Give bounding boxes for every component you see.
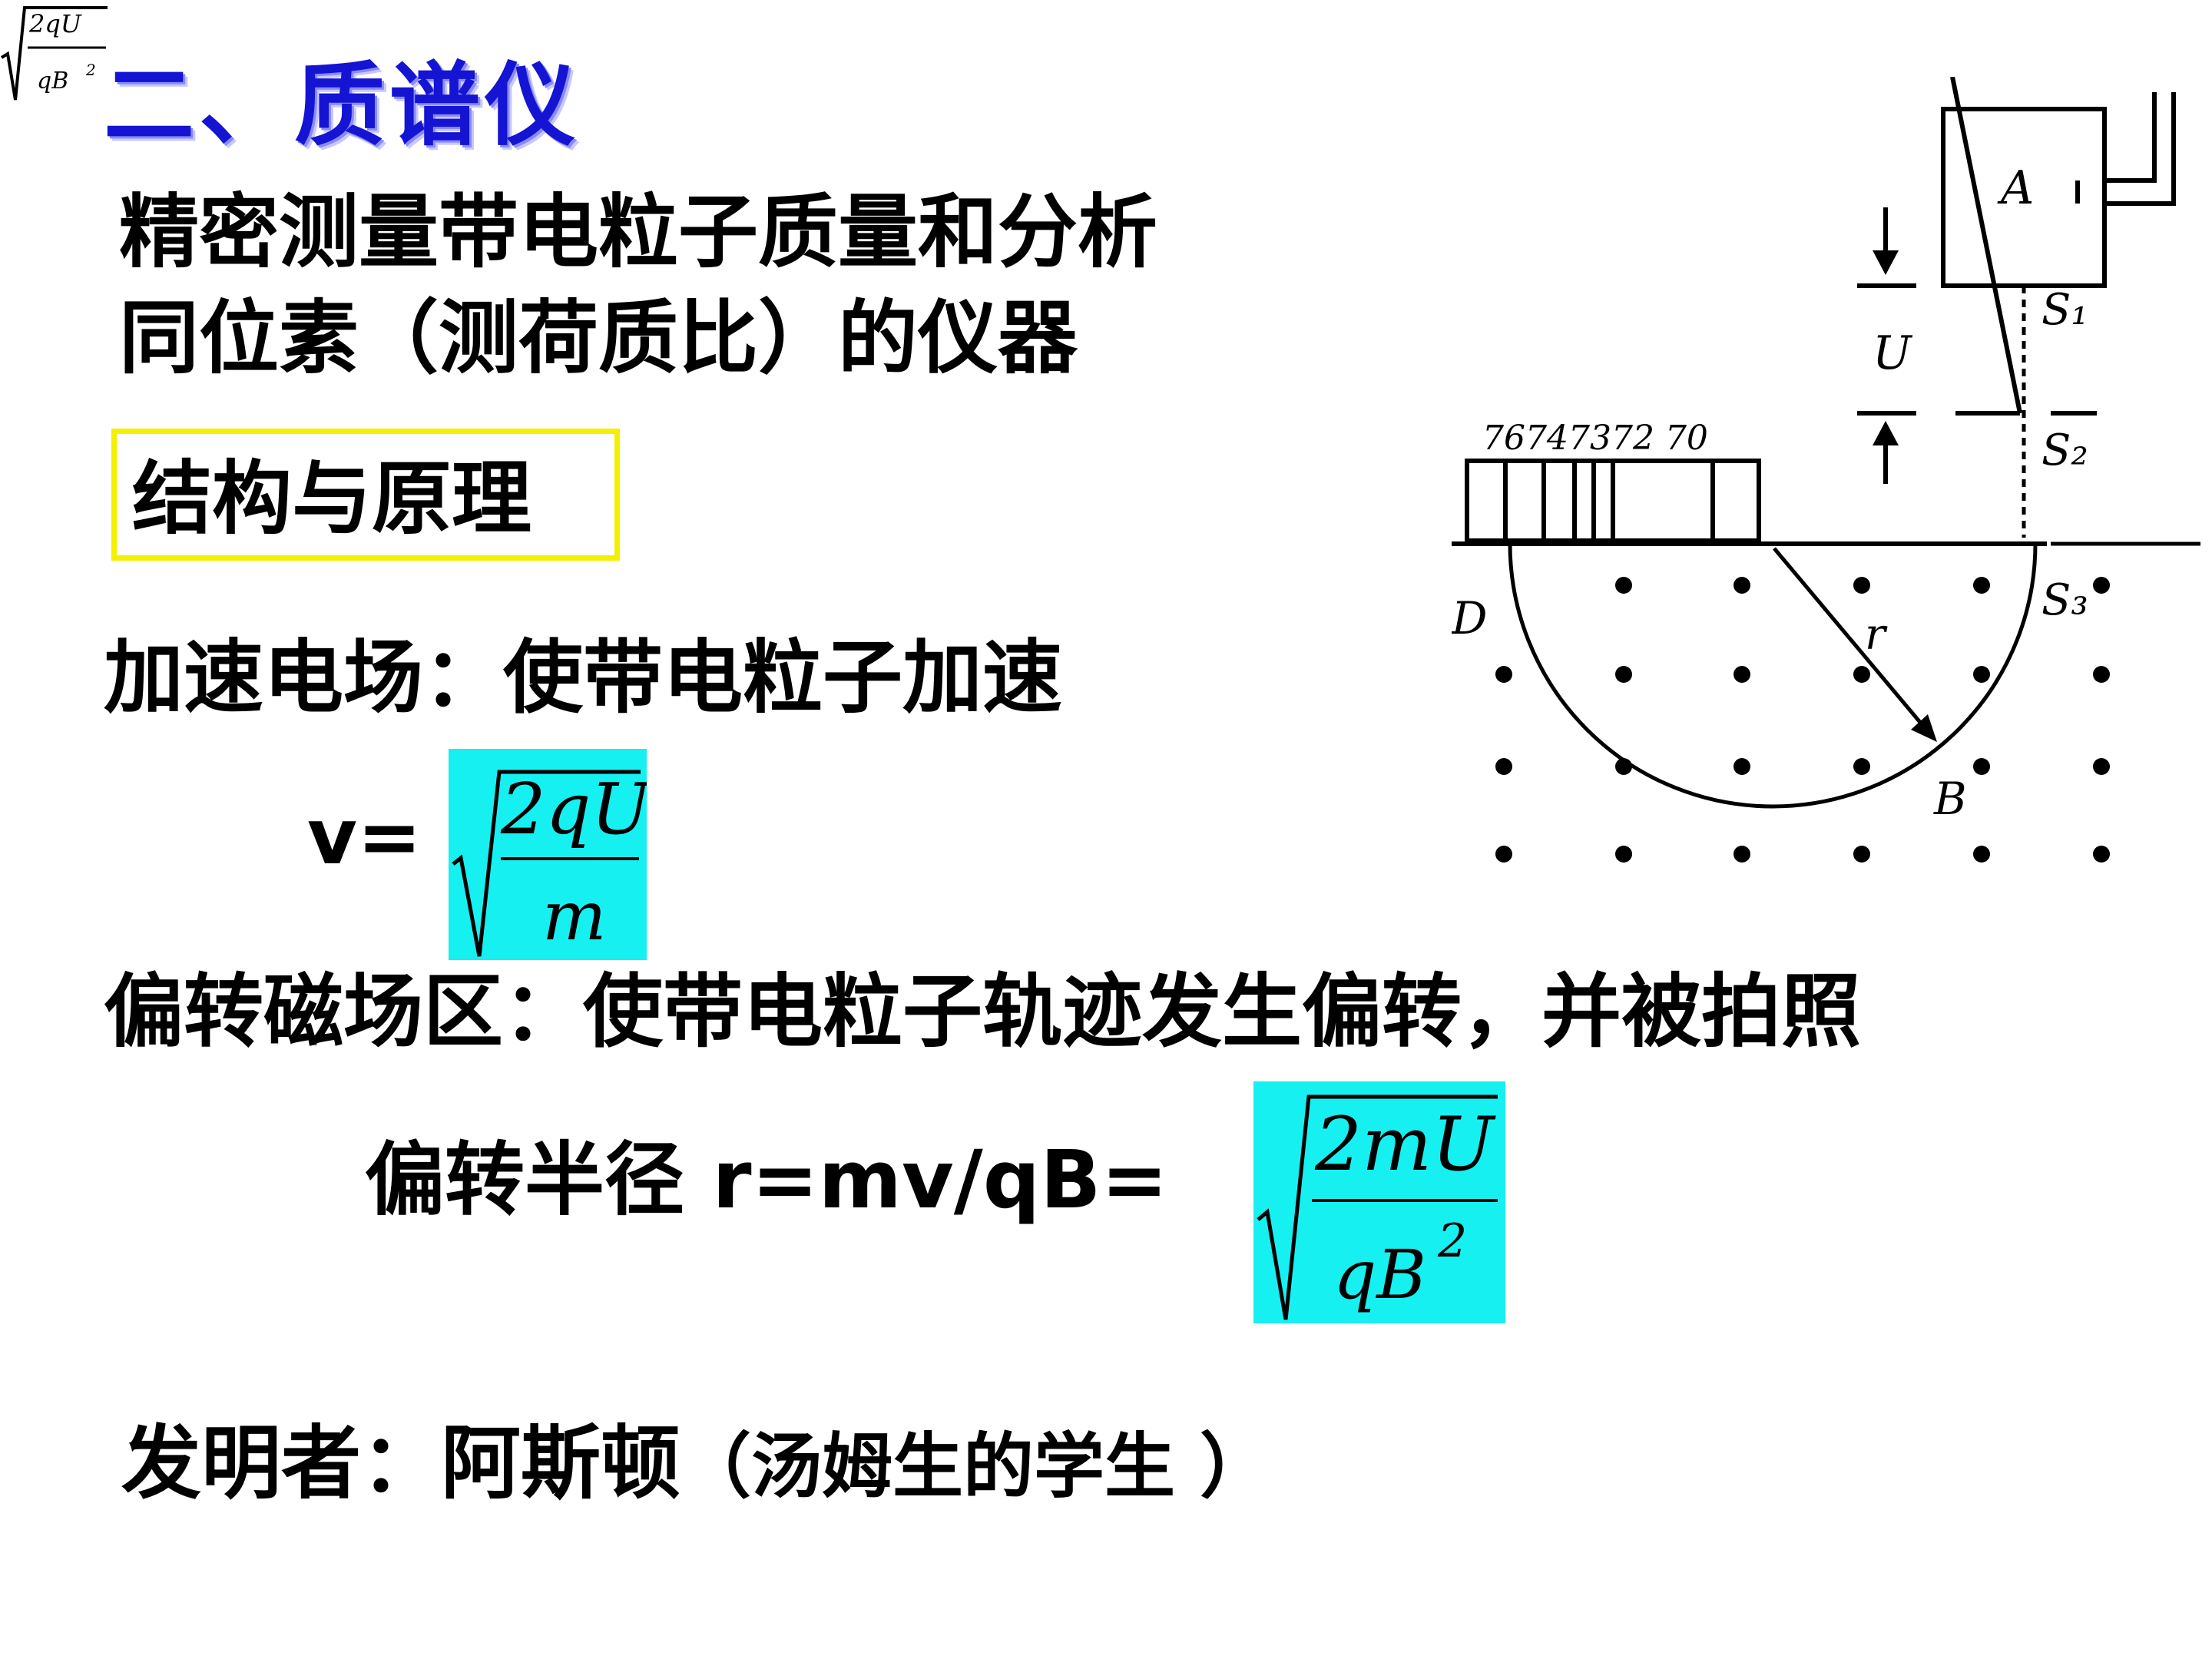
radius-formula-denominator: qB: [1333, 1235, 1426, 1314]
slit-label-s2: S₂: [2041, 426, 2088, 475]
radius-formula: 2mU qB 2: [1253, 1081, 1505, 1323]
field-dot: [1734, 758, 1750, 775]
intro-line-1: 精密测量带电粒子质量和分析: [119, 185, 1158, 279]
inventor-note: （汤姆生的学生 ）: [680, 1426, 1271, 1508]
field-dot: [1495, 758, 1512, 775]
field-dot: [1853, 758, 1870, 775]
field-dot: [1734, 666, 1750, 683]
voltage-label: U: [1873, 326, 1913, 380]
radius-formula-exponent: 2: [1437, 1214, 1467, 1268]
field-dot: [1734, 846, 1750, 863]
field-dot: [1853, 577, 1870, 594]
field-dot: [1853, 666, 1870, 683]
box-label-a: A: [1997, 161, 2034, 215]
magnetic-field-dots: [1495, 577, 2110, 863]
radius-line: [1773, 547, 1928, 731]
structure-label-box: [111, 429, 620, 561]
inventor-line: 发明者：阿斯顿（汤姆生的学生 ）: [121, 1423, 1270, 1503]
ion-trajectory: [1508, 543, 2038, 809]
field-dot: [1973, 846, 1990, 863]
field-dot: [2093, 846, 2110, 863]
inventor-label: 发明者：阿斯顿: [121, 1416, 681, 1510]
acceleration-field-text: 加速电场：使带电粒子加速: [104, 631, 1063, 724]
velocity-formula: 2qU m: [449, 749, 653, 960]
corner-formula-denominator: qB: [37, 68, 68, 94]
field-dot: [1973, 758, 1990, 775]
field-dot: [1615, 846, 1632, 863]
deflection-field-text: 偏转磁场区：使带电粒子轨迹发生偏转，并被拍照: [104, 965, 1862, 1058]
structure-label: 结构与原理: [132, 452, 532, 545]
field-dot: [1615, 758, 1632, 775]
corner-formula-exponent: 2: [85, 61, 96, 79]
intro-line-2: 同位素（测荷质比）的仪器: [119, 291, 1078, 385]
point-label-d: D: [1452, 592, 1488, 644]
page-title: 二、质谱仪: [104, 52, 581, 158]
field-dot: [1495, 846, 1512, 863]
field-dot: [1615, 666, 1632, 683]
field-dot: [1615, 577, 1632, 594]
radius-formula-label: 偏转半径 r=mv/qB=: [365, 1133, 1168, 1227]
field-dot: [1734, 577, 1750, 594]
field-dot: [2093, 666, 2110, 683]
field-dot: [2093, 577, 2110, 594]
velocity-formula-numerator: 2qU: [500, 768, 647, 850]
corner-formula-numerator: 2qU: [28, 9, 82, 38]
field-dot: [2093, 758, 2110, 775]
field-dot: [1973, 577, 1990, 594]
radius-formula-numerator: 2mU: [1314, 1101, 1496, 1187]
field-dot: [1495, 666, 1512, 683]
velocity-formula-denominator: m: [542, 876, 606, 955]
radius-label: r: [1865, 610, 1888, 660]
velocity-label: v=: [307, 792, 422, 882]
slit-label-s3: S₃: [2041, 575, 2088, 625]
mass-spectrometer-diagram: A U S₁ S₂ S₃ 76747372 70 D B r: [1452, 77, 2200, 863]
scale-numbers: 76747372 70: [1482, 419, 1708, 458]
slit-label-s1: S₁: [2041, 285, 2088, 335]
point-label-b: B: [1933, 773, 1967, 825]
field-dot: [1853, 846, 1870, 863]
corner-formula: 2qU qB 2: [0, 6, 108, 101]
field-dot: [1973, 666, 1990, 683]
